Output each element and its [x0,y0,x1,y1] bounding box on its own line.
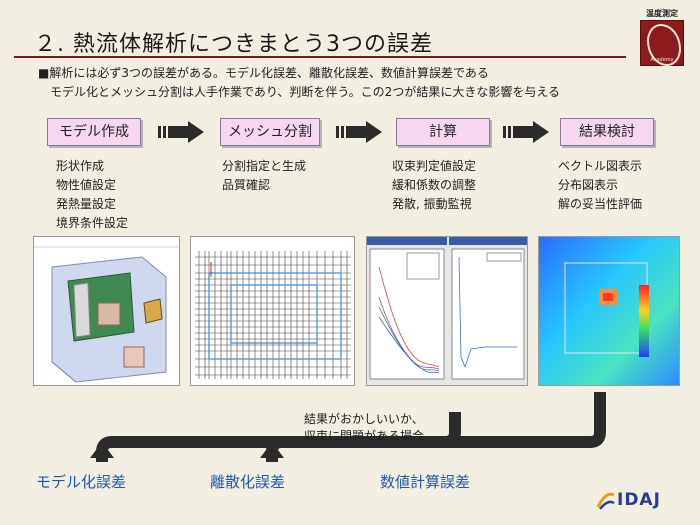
error-discretization: 離散化誤差 [210,473,286,491]
intro-line-2: モデル化とメッシュ分割は人手作業であり、判断を伴う。この2つが結果に大きな影響を… [38,85,560,99]
stage-calculation: 計算 [396,118,490,146]
task-item: 形状作成 [56,159,105,173]
task-item: ベクトル図表示 [558,159,643,173]
mesh-image [190,236,355,386]
task-item: 物性値設定 [56,178,117,192]
logo-top-text: 温度測定 [646,9,678,18]
stage-result-review: 結果検討 [560,118,654,146]
intro-line-1: ■解析には必ず3つの誤差がある。モデル化誤差、離散化誤差、数値計算誤差である [38,66,489,80]
slide-title: ２. 熱流体解析につきまとう3つの誤差 [34,32,433,57]
feedback-note-line-2: 収束に問題がある場合 [304,429,425,443]
title-underline [14,56,626,58]
flow-arrow-1 [158,121,204,143]
intro-text: ■解析には必ず3つの誤差がある。モデル化誤差、離散化誤差、数値計算誤差である モ… [38,64,560,102]
tasks-mesh-generation: 分割指定と生成 品質確認 [222,157,306,195]
logo-emblem: Academy [640,20,684,66]
convergence-monitor-image [366,236,528,386]
stage-model-creation: モデル作成 [47,118,141,146]
model-3d-image [33,236,180,386]
task-item: 境界条件設定 [56,216,129,230]
task-item: 分割指定と生成 [222,159,307,173]
logo-mark-text: Academy [650,57,674,63]
error-numerical: 数値計算誤差 [380,473,471,491]
temperature-result-image [538,236,680,386]
academy-logo: 温度測定 Academy [636,8,688,66]
task-item: 収束判定値設定 [392,159,477,173]
feedback-arrows [90,392,606,462]
tasks-model-creation: 形状作成 物性値設定 発熱量設定 境界条件設定 [56,157,128,233]
tasks-calculation: 収束判定値設定 緩和係数の調整 発散, 振動監視 [392,157,476,214]
task-item: 発散, 振動監視 [392,197,472,211]
flow-arrow-2 [336,121,382,143]
task-item: 緩和係数の調整 [392,178,477,192]
task-item: 発熱量設定 [56,197,117,211]
task-item: 分布図表示 [558,178,619,192]
flow-arrow-3 [503,121,549,143]
feedback-note: 結果がおかしいいか、 収束に問題がある場合 [304,411,424,445]
brand-logo-text: IDAJ [617,490,661,510]
tasks-result-review: ベクトル図表示 分布図表示 解の妥当性評価 [558,157,642,214]
task-item: 品質確認 [222,178,271,192]
stage-mesh-generation: メッシュ分割 [220,118,320,146]
task-item: 解の妥当性評価 [558,197,643,211]
error-modeling: モデル化誤差 [36,473,127,491]
brand-mark-icon [596,492,615,510]
feedback-note-line-1: 結果がおかしいいか、 [304,412,424,426]
